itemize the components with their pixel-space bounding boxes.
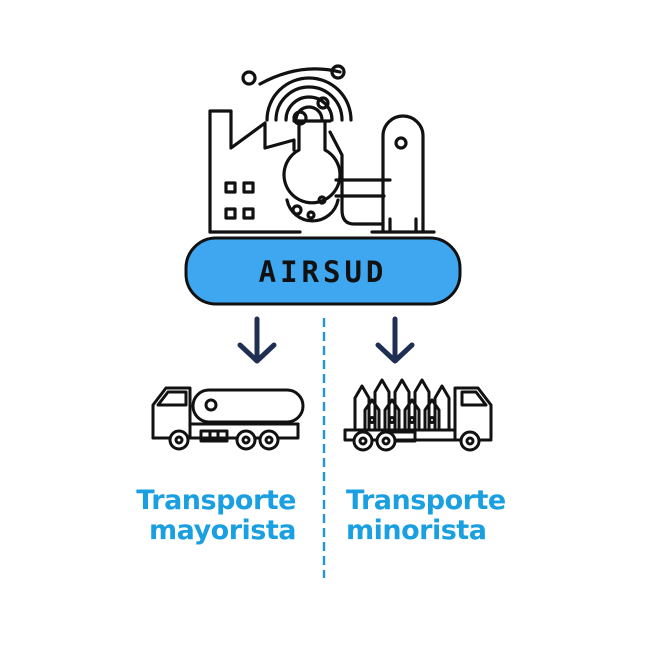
label-transporte-minorista: Transporte minorista [346, 486, 506, 546]
label-transporte-mayorista: Transporte mayorista [136, 486, 296, 546]
brand-name: AIRSUD [259, 255, 388, 289]
arrow-down-icon [237, 316, 277, 364]
label-line-1: Transporte [346, 485, 506, 516]
tanker-truck-icon [151, 386, 305, 451]
arrow-down-icon [375, 316, 415, 364]
brand-banner: AIRSUD [184, 236, 462, 306]
label-line-2: mayorista [149, 515, 296, 546]
label-line-2: minorista [346, 515, 487, 546]
cylinder-truck-icon [343, 378, 493, 452]
label-line-1: Transporte [136, 485, 296, 516]
factory-icon [208, 64, 436, 234]
